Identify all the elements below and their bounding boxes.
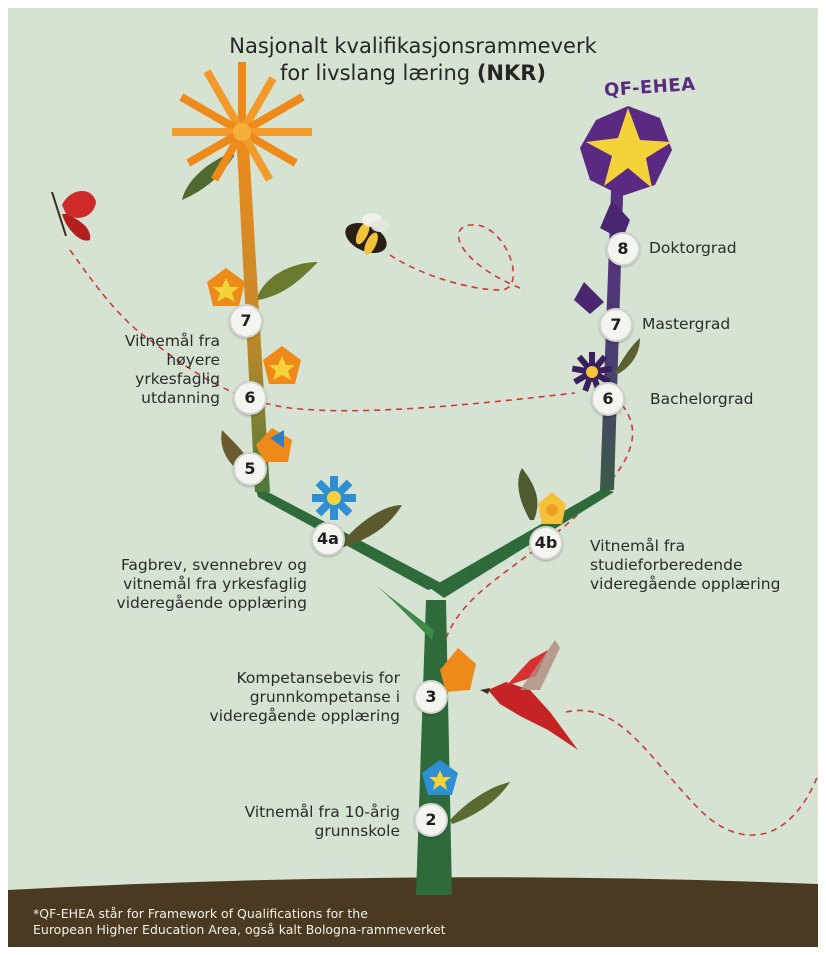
left-branch (252, 475, 445, 590)
purple-bud (600, 200, 630, 240)
bird-path (565, 709, 819, 836)
orange-flower (207, 268, 245, 306)
level-4b-badge: 4b (529, 526, 563, 560)
label-doktorgrad: Doktorgrad (649, 239, 737, 257)
blue-flower (312, 476, 356, 520)
orange-flower (263, 346, 301, 384)
title-abbrev: (NKR) (476, 61, 547, 85)
label-hoyere-yrkesfaglig-line: utdanning (141, 389, 220, 407)
ground (8, 877, 818, 947)
level-2-badge: 2 (414, 803, 448, 837)
tulip-accent (270, 430, 284, 448)
label-grunnskole: Vitnemål fra 10-årig grunnskole (245, 803, 400, 841)
label-fagbrev-line: vitnemål fra yrkesfaglig (123, 575, 307, 593)
label-studieforberedende-line: Vitnemål fra (590, 537, 686, 555)
blue-flower-2 (422, 760, 458, 795)
label-fagbrev-line: Fagbrev, svennebrev og (120, 556, 307, 574)
leaf (615, 338, 640, 375)
label-grunnskole-line: Vitnemål fra 10-årig (244, 803, 400, 821)
title-line-2-text: for livslang læring (279, 61, 471, 85)
side-shoot (376, 585, 434, 640)
label-hoyere-yrkesfaglig-line: Vitnemål fra (124, 332, 220, 350)
label-kompetansebevis: Kompetansebevis for grunnkompetanse i vi… (210, 669, 400, 726)
bee (345, 213, 389, 255)
level-7-right-badge: 7 (599, 308, 633, 342)
label-studieforberedende-line: videregående opplæring (590, 575, 781, 593)
orange-top-flower (172, 62, 312, 182)
label-kompetansebevis-line: Kompetansebevis for (236, 669, 400, 687)
label-hoyere-yrkesfaglig-line: høyere (166, 351, 220, 369)
label-fagbrev: Fagbrev, svennebrev og vitnemål fra yrke… (117, 556, 307, 613)
diagram-title: Nasjonalt kvalifikasjonsrammeverk for li… (0, 33, 826, 87)
red-bird (480, 640, 578, 750)
background-panel (8, 8, 818, 947)
right-branch (430, 488, 614, 598)
label-kompetansebevis-line: grunnkompetanse i (249, 688, 400, 706)
purple-bud (574, 282, 604, 314)
footnote: *QF-EHEA står for Framework of Qualifica… (33, 906, 446, 938)
center-path (439, 404, 634, 661)
label-studieforberedende: Vitnemål fra studieforberedende videregå… (590, 537, 780, 594)
title-line-1: Nasjonalt kvalifikasjonsrammeverk (229, 34, 597, 58)
label-mastergrad: Mastergrad (642, 315, 731, 333)
butterfly-path (69, 249, 576, 412)
label-studieforberedende-line: studieforberedende (590, 556, 743, 574)
level-6-left-badge: 6 (233, 381, 267, 415)
title-line-2: for livslang læring (NKR) (0, 60, 826, 87)
leaf (258, 262, 318, 300)
bee-path (389, 224, 526, 291)
leaf (450, 782, 510, 824)
level-6-right-badge: 6 (591, 382, 625, 416)
label-hoyere-yrkesfaglig: Vitnemål fra høyere yrkesfaglig utdannin… (125, 332, 220, 408)
butterfly (51, 191, 96, 241)
leaf (340, 505, 402, 548)
label-bachelorgrad: Bachelorgrad (650, 390, 754, 408)
label-kompetansebevis-line: videregående opplæring (209, 707, 400, 725)
label-hoyere-yrkesfaglig-line: yrkesfaglig (135, 370, 220, 388)
label-grunnskole-line: grunnskole (314, 822, 400, 840)
orange-flower-3 (440, 648, 476, 692)
level-4a-badge: 4a (311, 522, 345, 556)
leaf (518, 468, 538, 520)
level-3-badge: 3 (414, 680, 448, 714)
footnote-line: European Higher Education Area, også kal… (33, 922, 446, 937)
purple-top-flower (580, 106, 672, 196)
level-5-badge: 5 (233, 452, 267, 486)
footnote-line: *QF-EHEA står for Framework of Qualifica… (33, 906, 368, 921)
level-8-badge: 8 (606, 232, 640, 266)
purple-daisy (571, 352, 613, 392)
label-fagbrev-line: videregående opplæring (116, 594, 307, 612)
yellow-flower (538, 492, 566, 524)
level-7-left-badge: 7 (229, 304, 263, 338)
